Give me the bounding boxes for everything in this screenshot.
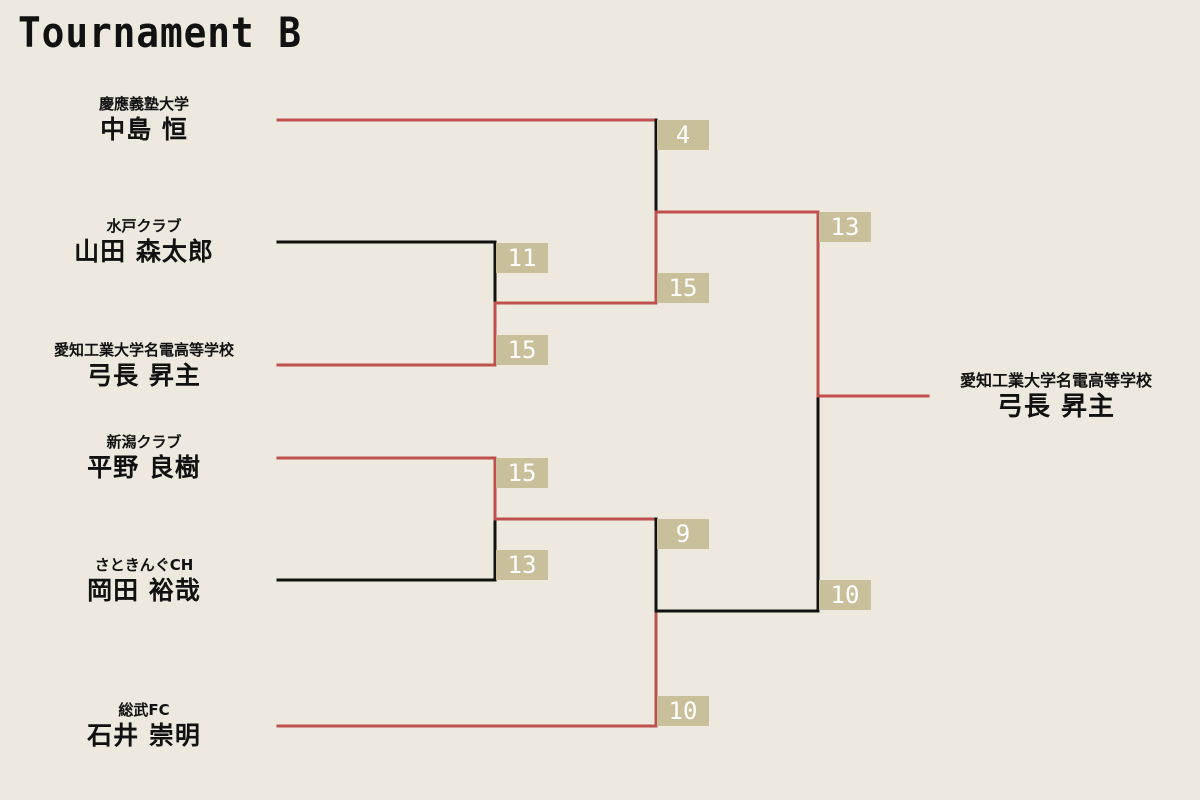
tournament-title: Tournament B (18, 8, 302, 57)
line-nakajima-loss (276, 118, 658, 214)
line-yuminaga-win (276, 301, 497, 367)
score-r1-match1-bottom: 15 (496, 335, 548, 365)
player-club: 慶應義塾大学 (98, 95, 189, 113)
player-club: 水戸クラブ (106, 217, 182, 235)
champion: 愛知工業大学名電高等学校 弓長 昇主 (931, 371, 1181, 423)
player-name: 平野 良樹 (87, 453, 201, 482)
player-name: 石井 崇明 (87, 721, 201, 750)
player-ishii: 総武FC 石井 崇明 (19, 700, 269, 752)
line-yamada-loss (276, 240, 497, 305)
player-club: 総武FC (118, 701, 170, 719)
player-yamada: 水戸クラブ 山田 森太郎 (19, 216, 269, 268)
line-final-top-win (654, 210, 820, 398)
score-final-top: 13 (819, 212, 871, 242)
score-sf2-bottom: 10 (657, 696, 709, 726)
score-sf1-bottom: 15 (657, 273, 709, 303)
player-okada: さときんぐCH 岡田 裕哉 (19, 555, 269, 607)
line-hirano-win (276, 456, 497, 521)
player-name: 中島 恒 (100, 115, 188, 144)
score-final-bottom: 10 (819, 580, 871, 610)
player-yuminaga: 愛知工業大学名電高等学校 弓長 昇主 (19, 340, 269, 392)
score-sf1-top: 4 (657, 120, 709, 150)
score-r1-match1-top: 11 (496, 243, 548, 273)
score-sf2-top: 9 (657, 519, 709, 549)
score-r1-match2-bottom: 13 (496, 550, 548, 580)
player-club: 愛知工業大学名電高等学校 (53, 341, 234, 359)
player-club: 新潟クラブ (106, 433, 182, 451)
line-ishii-win (276, 609, 658, 728)
line-final-bottom-loss (654, 394, 820, 613)
line-sf1-bottom-win (493, 210, 658, 305)
player-club: さときんぐCH (94, 556, 194, 574)
player-name: 山田 森太郎 (74, 237, 214, 266)
player-nakajima: 慶應義塾大学 中島 恒 (19, 94, 269, 146)
line-okada-loss (276, 517, 497, 582)
champion-club: 愛知工業大学名電高等学校 (959, 371, 1152, 390)
player-hirano: 新潟クラブ 平野 良樹 (19, 432, 269, 484)
champion-name: 弓長 昇主 (996, 392, 1116, 422)
player-name: 弓長 昇主 (87, 361, 201, 390)
score-r1-match2-top: 15 (496, 458, 548, 488)
player-name: 岡田 裕哉 (87, 576, 201, 605)
